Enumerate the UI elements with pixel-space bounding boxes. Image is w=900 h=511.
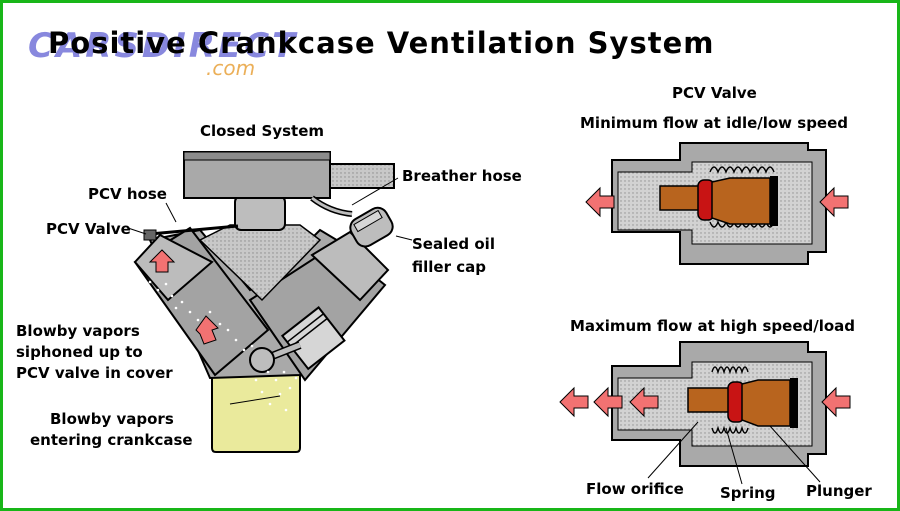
breather-snorkel [329, 163, 395, 189]
flow-arrow-min-out [585, 186, 615, 218]
flow-orifice-label: Flow orifice [586, 480, 684, 498]
flow-arrow-up-left-cover [148, 249, 176, 273]
site-logo-suffix: .com [206, 56, 256, 80]
min-flow-caption: Minimum flow at idle/low speed [580, 114, 849, 132]
spring-coils-max [711, 366, 749, 434]
sealed-cap-label-2: filler cap [412, 258, 486, 276]
oil-filler-cap [349, 206, 394, 248]
flow-arrow-max-in [821, 386, 851, 418]
crankshaft [249, 347, 275, 373]
left-valve-cover [133, 233, 214, 302]
blowby-vapor-speckles [148, 280, 298, 412]
pcv-valve-min-flow [611, 142, 827, 265]
flow-arrow-max-out-2 [593, 386, 623, 418]
right-valve-cover [310, 230, 390, 302]
blowby-entering-label-1: Blowby vapors [50, 410, 174, 428]
closed-system-caption: Closed System [200, 122, 324, 140]
valve-leader-lines [647, 421, 821, 485]
plunger-label: Plunger [806, 482, 872, 500]
pcv-valve-heading: PCV Valve [672, 84, 757, 102]
pcv-hose-label: PCV hose [88, 185, 167, 203]
site-logo: CARSDIRECT [28, 26, 299, 66]
pcv-valve-max-flow [611, 341, 827, 467]
flow-arrow-min-in [819, 186, 849, 218]
flow-arrow-max-out-1 [559, 386, 589, 418]
piston [280, 306, 346, 371]
pcv-hose-line [149, 224, 239, 236]
sealed-cap-label-1: Sealed oil [412, 235, 495, 253]
pcv-valve-label: PCV Valve [46, 220, 131, 238]
max-flow-caption: Maximum flow at high speed/load [570, 317, 856, 335]
flow-arrow-up-left-bank [195, 315, 219, 345]
breather-hose-label: Breather hose [402, 167, 522, 185]
oil-pan [211, 371, 301, 453]
page-title: Positive Crankcase Ventilation System [48, 26, 715, 60]
blowby-siphoned-label-2: siphoned up to [16, 343, 143, 361]
flow-arrow-max-out-3 [629, 386, 659, 418]
blowby-siphoned-label-1: Blowby vapors [16, 322, 140, 340]
spring-label: Spring [720, 484, 776, 502]
pcv-valve-engine [143, 229, 157, 241]
blowby-entering-label-2: entering crankcase [30, 431, 193, 449]
leader-lines [127, 177, 413, 405]
blowby-siphoned-label-3: PCV valve in cover [16, 364, 173, 382]
